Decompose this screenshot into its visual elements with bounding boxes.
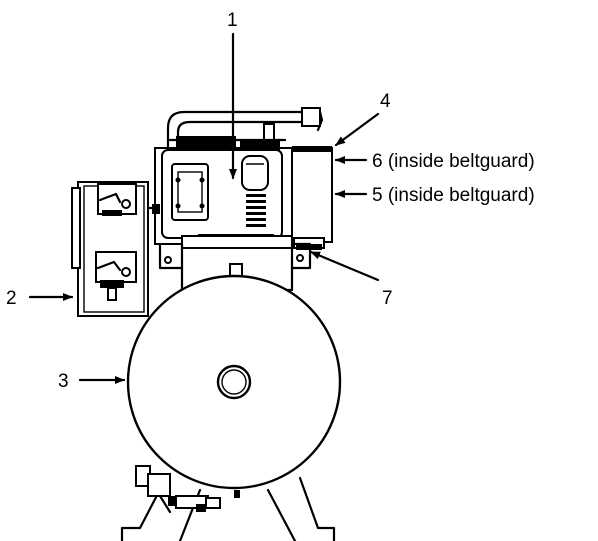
beltguard bbox=[291, 146, 333, 250]
top-piping bbox=[166, 107, 324, 152]
pressure-switch-panel bbox=[71, 181, 160, 317]
leader-4 bbox=[334, 112, 380, 147]
callout-1: 1 bbox=[227, 10, 238, 31]
callout-7: 7 bbox=[382, 288, 393, 309]
callout-5: 5 (inside beltguard) bbox=[372, 185, 535, 206]
motor-pump-unit bbox=[154, 136, 296, 249]
callout-3: 3 bbox=[58, 371, 69, 392]
leader-lines bbox=[28, 32, 380, 384]
drain-fittings bbox=[135, 465, 240, 514]
callout-6: 6 (inside beltguard) bbox=[372, 151, 535, 172]
receiver-tank bbox=[126, 274, 342, 490]
mounting-plate bbox=[158, 242, 312, 292]
callout-4: 4 bbox=[380, 91, 391, 112]
callout-2: 2 bbox=[6, 288, 17, 309]
leader-7 bbox=[309, 250, 380, 282]
